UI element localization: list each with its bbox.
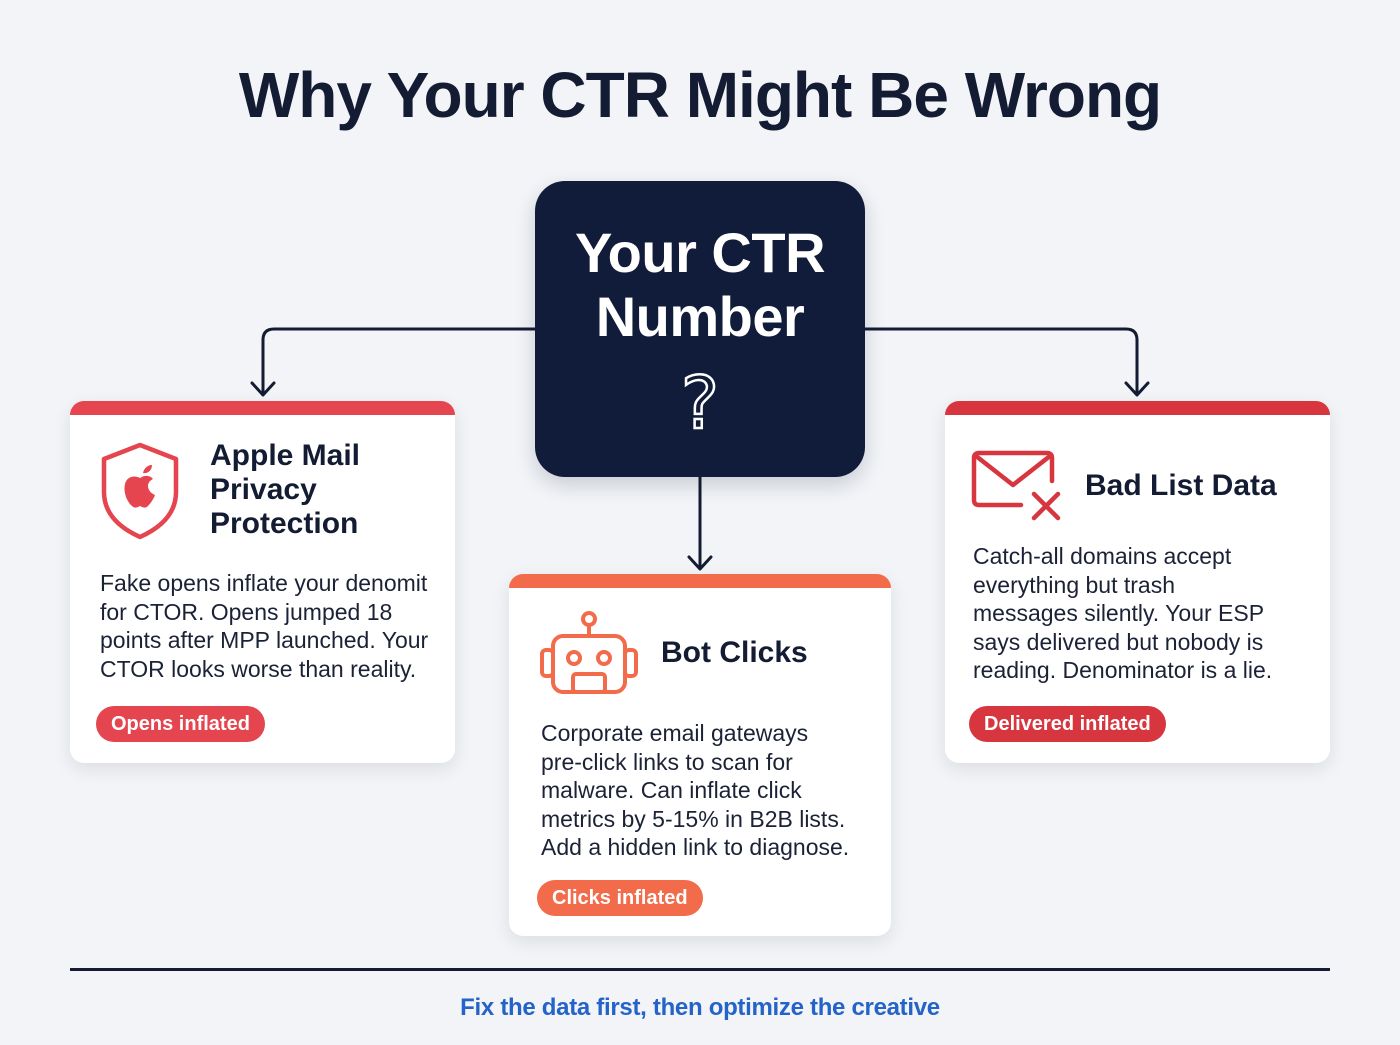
card-title: Bad List Data: [1085, 469, 1277, 502]
card-accent-bar: [509, 574, 891, 588]
status-badge-opens-inflated: Opens inflated: [96, 706, 265, 742]
question-mark-icon: ?: [680, 361, 721, 445]
card-accent-bar: [70, 401, 455, 415]
center-node-ctr: Your CTR Number ?: [535, 181, 865, 477]
robot-icon: [539, 610, 639, 696]
card-accent-bar: [945, 401, 1330, 415]
envelope-x-icon: [971, 449, 1063, 523]
center-node-title: Your CTR Number: [574, 221, 826, 348]
card-description: Corporate email gateways pre-click links…: [541, 720, 850, 860]
card-description: Catch-all domains accept everything but …: [973, 543, 1273, 683]
arrowhead-down: [687, 555, 713, 571]
page-title: Why Your CTR Might Be Wrong: [238, 59, 1162, 131]
connector-left: [261, 327, 537, 396]
card-title: Bot Clicks: [661, 636, 808, 669]
status-badge-clicks-inflated: Clicks inflated: [537, 880, 703, 916]
card-bot-clicks: Bot Clicks Corporate email gateways pre-…: [509, 574, 891, 936]
arrowhead-left: [250, 381, 276, 397]
connector-right: [863, 327, 1139, 396]
footer-divider: [70, 968, 1330, 971]
card-apple-mail-privacy: Apple Mail Privacy Protection Fake opens…: [70, 401, 455, 763]
footer-takeaway: Fix the data first, then optimize the cr…: [460, 994, 940, 1021]
card-bad-list-data: Bad List Data Catch-all domains accept e…: [945, 401, 1330, 763]
card-title: Apple Mail Privacy Protection: [210, 439, 361, 540]
status-badge-delivered-inflated: Delivered inflated: [969, 706, 1166, 742]
arrowhead-right: [1124, 381, 1150, 397]
shield-apple-icon: [98, 440, 182, 540]
card-description: Fake opens inflate your denomit for CTOR…: [100, 570, 429, 682]
